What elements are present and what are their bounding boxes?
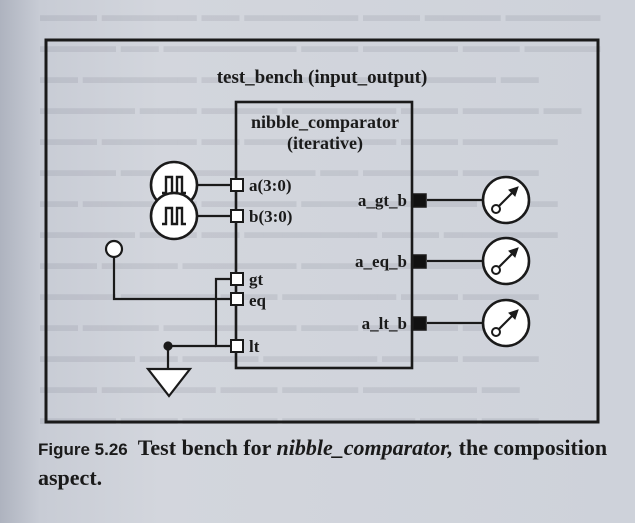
port-a-gt-b [412,193,427,208]
wire-gt-lt [214,277,231,348]
waveform-generator-b [149,191,199,241]
label-port-a-gt-b: a_gt_b [358,191,407,210]
component-name: nibble_comparator [251,112,399,132]
figure-number: Figure 5.26 [38,440,128,459]
port-lt [230,339,244,353]
port-a [230,178,244,192]
outer-label: test_bench (input_output) [217,67,428,88]
junction-dot [163,341,173,351]
caption-text-after: the composition aspect. [38,435,608,490]
port-eq [230,292,244,306]
label-port-lt: lt [249,337,260,356]
outer-frame [44,38,600,424]
monitor-eq-icon [481,236,531,286]
port-a-lt-b [412,316,427,331]
monitor-lt-icon [481,298,531,348]
label-port-eq: eq [249,291,267,310]
label-port-b: b(3:0) [249,207,292,226]
monitor-gt-icon [481,175,531,225]
caption-italic-name: nibble_comparator, [276,435,454,460]
port-gt [230,272,244,286]
label-port-gt: gt [249,270,264,289]
vdd-terminal [104,239,124,259]
figure-caption: Figure 5.26 Test bench for nibble_compara… [38,434,618,492]
component-box [234,100,414,370]
label-port-a-lt-b: a_lt_b [362,314,407,333]
label-port-a: a(3:0) [249,176,291,195]
caption-text-before: Test bench for [137,435,277,460]
ground-symbol [145,367,193,398]
component-architecture: (iterative) [287,133,363,154]
wire-eq [112,258,231,301]
label-port-a-eq-b: a_eq_b [355,252,407,271]
wire-ground [166,344,216,368]
port-a-eq-b [412,254,427,269]
port-b [230,209,244,223]
